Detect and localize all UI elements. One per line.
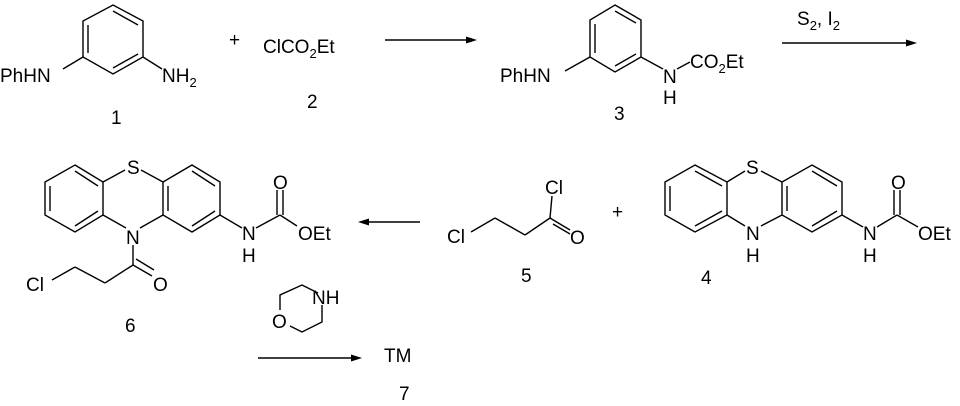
oet-label: OEt (298, 224, 331, 245)
phhn-label: PhHN (0, 66, 51, 87)
plus-sign: + (229, 30, 240, 51)
phhn-label: PhHN (500, 66, 551, 87)
compound-number-6: 6 (125, 316, 136, 337)
ring-h-label: H (746, 246, 760, 267)
reaction-arrow-2: S2, I2 (782, 9, 917, 47)
reagent-s2-i2: S2, I2 (797, 9, 840, 33)
carbonyl-o-label: O (570, 228, 585, 249)
nh-h-label: H (663, 88, 677, 109)
compound-number-4: 4 (701, 268, 712, 289)
target-molecule: TM 7 (384, 346, 411, 405)
nh-n-label: N (663, 67, 677, 88)
chain-cl-label: Cl (447, 227, 465, 248)
compound-1: PhHN NH2 1 (0, 4, 197, 129)
sulfur-label: S (127, 158, 140, 179)
nh2-label: NH2 (162, 66, 197, 90)
ring-n-label: N (746, 224, 760, 245)
compound-number-3: 3 (614, 104, 625, 125)
tm-label: TM (384, 346, 411, 367)
carbamate-h-label: H (863, 246, 877, 267)
ethyl-chloroformate-label: ClCO2Et (263, 37, 335, 61)
compound-number-7: 7 (399, 384, 410, 405)
morpholine-o-label: O (272, 312, 287, 333)
carbamate-h-label: H (242, 246, 256, 267)
oet-label: OEt (918, 224, 951, 245)
morpholine-reagent: NH O (272, 284, 339, 333)
compound-6: S N Cl O N H O OEt 6 (26, 158, 331, 337)
carbamate-n-label: N (863, 224, 877, 245)
benzene-ring (82, 4, 144, 75)
chain-cl-label: Cl (26, 275, 44, 296)
co2et-label: CO2Et (690, 52, 744, 76)
acyl-o-label: O (153, 275, 168, 296)
compound-number-2: 2 (307, 92, 318, 113)
reaction-arrow-3 (358, 218, 420, 226)
reaction-arrow-1 (385, 36, 477, 44)
compound-number-5: 5 (521, 266, 532, 287)
carbonyl-o-label: O (891, 173, 906, 194)
compound-3: PhHN N H CO2Et 3 (500, 4, 744, 125)
ring-n-label: N (126, 228, 140, 249)
plus-sign: + (612, 202, 623, 223)
compound-number-1: 1 (111, 108, 122, 129)
carbonyl-o-label: O (273, 173, 288, 194)
morpholine-nh-label: NH (312, 288, 339, 309)
compound-5: Cl Cl O 5 (447, 178, 585, 287)
compound-4: S N H N H O OEt 4 (664, 158, 951, 289)
acyl-cl-label: Cl (545, 178, 563, 199)
compound-2: ClCO2Et 2 (263, 37, 335, 113)
carbamate-n-label: N (242, 224, 256, 245)
reaction-arrow-4 (258, 354, 362, 362)
sulfur-label: S (746, 158, 759, 179)
